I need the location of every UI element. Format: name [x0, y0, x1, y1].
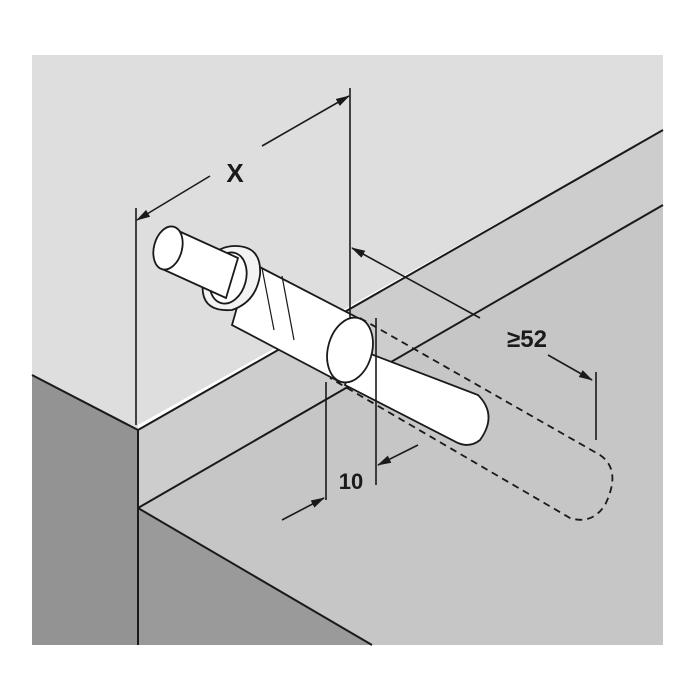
- dimension-x: [135, 88, 351, 425]
- push-latch-front-ring: [326, 316, 374, 384]
- bore-hole-outline: [329, 317, 614, 521]
- dimension-drill-diameter-label: 10: [339, 469, 363, 494]
- dimension-line-10-upper: [377, 444, 419, 466]
- cabinet-side-face: [32, 375, 138, 645]
- dimension-min-depth-label: ≥52: [507, 326, 547, 353]
- dimension-drill-diameter: [281, 318, 419, 521]
- cabinet-side-top-surface: [138, 130, 663, 508]
- door-panel: [138, 205, 663, 645]
- back-wall: [32, 55, 663, 430]
- dimension-line-x-left: [136, 175, 211, 221]
- push-latch-plunger-tip: [152, 225, 184, 271]
- panel-edges: [31, 129, 664, 646]
- dimension-line-52-right: [547, 354, 593, 381]
- push-latch: [152, 225, 374, 384]
- dimension-min-depth: [351, 247, 597, 440]
- dimension-line-x-right: [261, 95, 350, 147]
- dimension-line-10-lower: [281, 497, 325, 521]
- dimension-line-52-left: [351, 247, 481, 319]
- dimension-x-label: X: [226, 158, 244, 188]
- push-latch-rear-section: [343, 346, 490, 446]
